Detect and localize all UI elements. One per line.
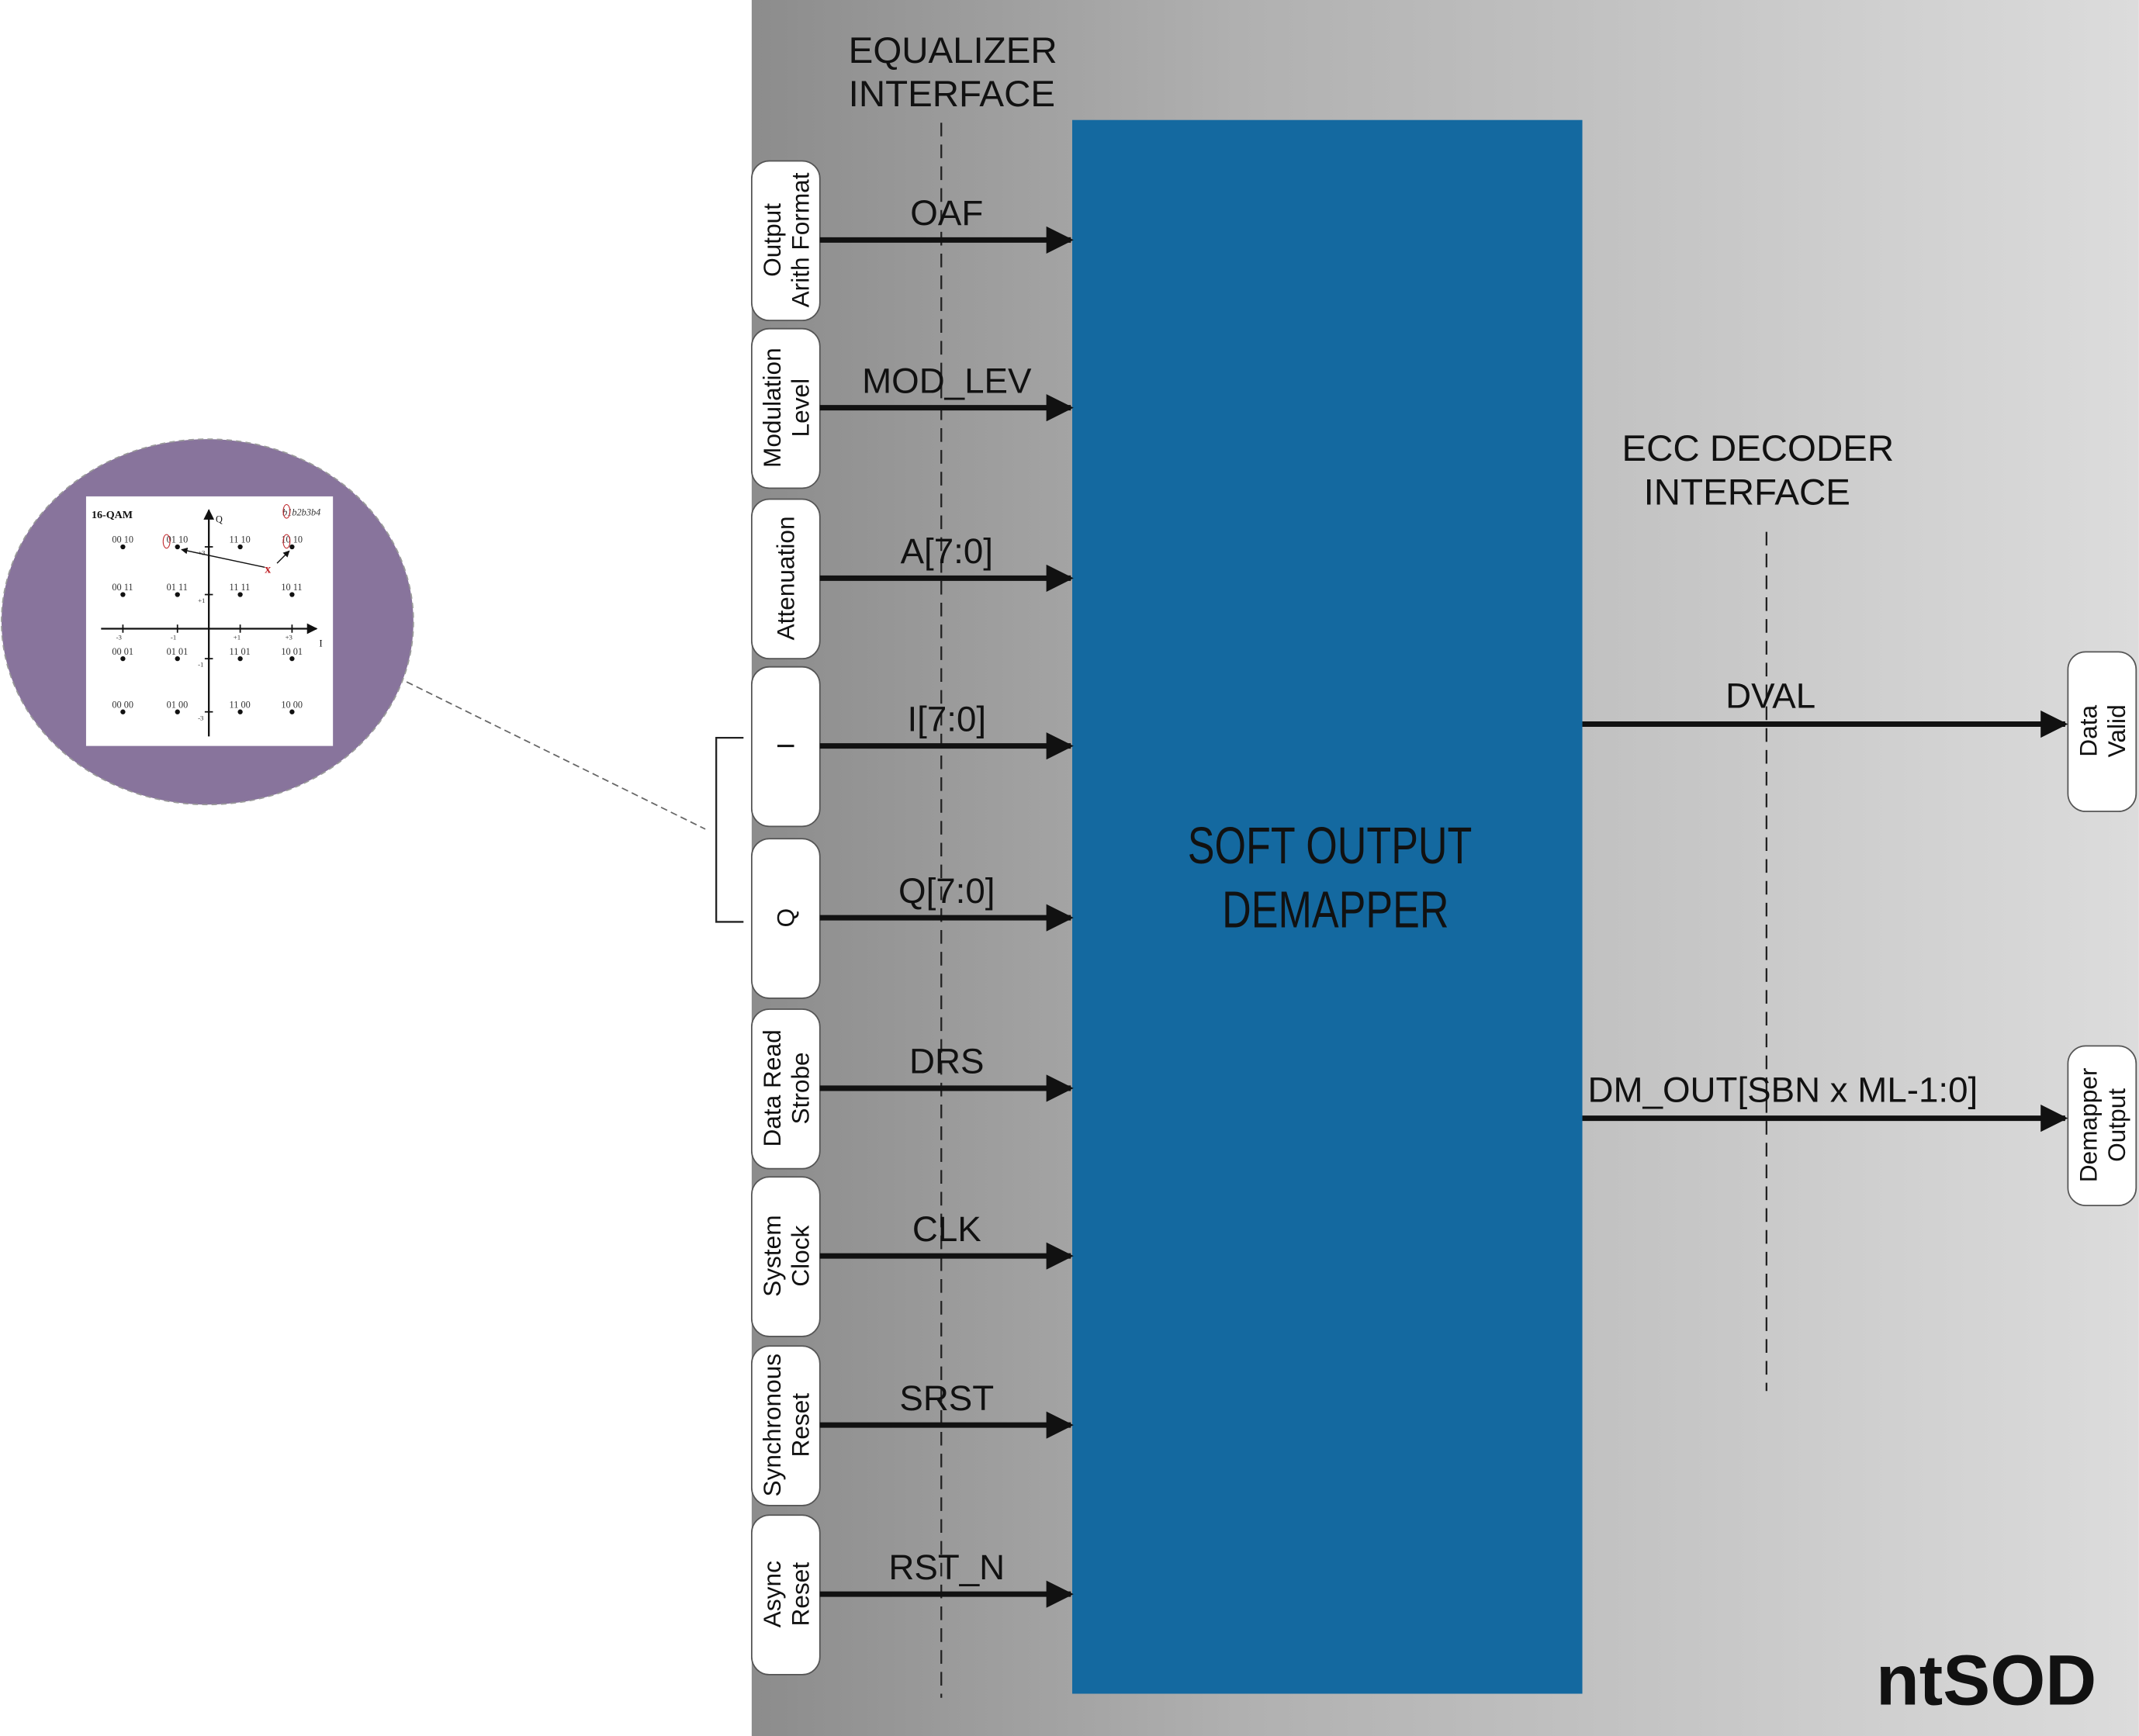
port-tab-label: ModulationLevel (758, 348, 815, 468)
signal-label: DM_OUT[SBN x ML-1:0] (1588, 1070, 1978, 1110)
constellation-point (237, 592, 243, 597)
signal-label: MOD_LEV (862, 361, 1032, 400)
port-tab-label: Attenuation (771, 516, 799, 640)
i-tick-label: -1 (171, 634, 176, 641)
input-ports: OutputArith Format OAF ModulationLevel MOD_… (750, 160, 1074, 1675)
constellation-point (289, 592, 295, 597)
distance-arrow (276, 550, 290, 564)
signal-label: A[7:0] (901, 531, 993, 571)
q-tick-label: +3 (198, 549, 206, 557)
bit-order-label: b1b2b3b4 (282, 507, 320, 518)
constellation-point-label: 11 10 (230, 534, 251, 545)
inset-leader-line (406, 681, 706, 830)
output-port: DataValid DVAL (1582, 651, 2137, 812)
signal-label: SRST (899, 1378, 994, 1418)
constellation-point-label: 10 11 (281, 582, 302, 593)
received-symbol-marker: x (265, 562, 271, 576)
constellation-point (289, 709, 295, 714)
input-port: Q Q[7:0] (750, 838, 1074, 999)
port-tab-label: AsyncReset (758, 1561, 815, 1627)
signal-label: Q[7:0] (898, 871, 995, 911)
output-port: DemapperOutput DM_OUT[SBN x ML-1:0] (1582, 1045, 2137, 1206)
constellation-point (237, 709, 243, 714)
constellation-point (237, 655, 243, 662)
constellation-point-label: 11 11 (230, 582, 251, 593)
input-port: Data ReadStrobe DRS (750, 1008, 1074, 1170)
brand-label: ntSOD (1876, 1641, 2096, 1720)
constellation-point (120, 592, 126, 597)
q-tick-label: -1 (198, 661, 203, 669)
constellation-point-label: 01 10 (167, 534, 189, 545)
constellation-point-label: 10 00 (281, 699, 303, 710)
constellation-point (289, 655, 295, 662)
port-tab-label: OutputArith Format (758, 172, 815, 307)
constellation-point-label: 01 01 (167, 646, 189, 657)
port-tab-label: Q (771, 908, 799, 928)
constellation-point-label: 00 00 (112, 699, 133, 710)
input-port: Attenuation A[7:0] (750, 498, 1074, 660)
constellation-point (175, 592, 180, 597)
constellation-point-label: 10 01 (281, 646, 303, 657)
signal-label: OAF (910, 193, 983, 233)
constellation-point-label: 00 01 (112, 646, 133, 657)
input-port: OutputArith Format OAF (750, 160, 1074, 322)
constellation-point-label: 10 10 (281, 534, 303, 545)
q-tick-label: -3 (198, 714, 204, 721)
constellation-point (120, 709, 126, 714)
input-port: SystemClock CLK (750, 1176, 1074, 1337)
port-tab-label: SynchronousReset (758, 1354, 815, 1497)
port-tab-label: I (771, 742, 799, 749)
constellation-point-label: 11 00 (230, 699, 251, 710)
ecc-interface-label: ECC DECODER INTERFACE (1622, 428, 1905, 513)
signal-label: DVAL (1725, 676, 1815, 715)
soft-output-demapper-block (1072, 119, 1583, 1694)
input-port: ModulationLevel MOD_LEV (750, 327, 1074, 489)
port-tab-label: SystemClock (758, 1215, 815, 1296)
block-title: SOFT OUTPUT DEMAPPER (1188, 817, 1483, 939)
port-tab-label: Data ReadStrobe (758, 1029, 815, 1146)
constellation-point-label: 11 01 (230, 646, 251, 657)
constellation-point-label: 00 10 (112, 534, 133, 545)
port-tab[interactable] (2067, 1045, 2137, 1206)
constellation-point (237, 544, 243, 550)
bit-highlight (162, 534, 171, 549)
signal-label: DRS (909, 1042, 984, 1081)
input-port: I I[7:0] (750, 666, 1074, 828)
distance-arrow (181, 547, 265, 569)
constellation-point-label: 01 00 (167, 699, 189, 710)
bit-highlight (282, 503, 291, 519)
constellation-title: 16-QAM (92, 509, 133, 521)
input-port: AsyncReset RST_N (750, 1514, 1074, 1675)
constellation-point (175, 655, 180, 662)
q-axis-label: Q (216, 514, 223, 524)
bit-highlight (282, 534, 291, 549)
constellation-point (175, 544, 180, 550)
signal-label: I[7:0] (907, 699, 986, 738)
port-tab-label: DataValid (2074, 704, 2130, 757)
input-port: SynchronousReset SRST (750, 1345, 1074, 1506)
constellation-point-label: 01 11 (167, 582, 188, 593)
i-tick-label: -3 (116, 634, 123, 641)
constellation-point-label: 00 11 (112, 582, 133, 593)
signal-label: CLK (912, 1209, 981, 1249)
port-tab[interactable] (2067, 651, 2137, 812)
i-tick-label: +1 (234, 634, 241, 641)
i-axis-label: I (320, 638, 323, 648)
signal-label: RST_N (888, 1548, 1005, 1587)
equalizer-interface-label: EQUALIZER INTERFACE (849, 30, 1068, 115)
constellation-point (289, 544, 295, 550)
output-ports: DataValid DVAL DemapperOutput DM_OUT[SBN x … (1582, 651, 2137, 1206)
constellation-point (120, 544, 126, 550)
q-tick-label: +1 (198, 597, 205, 604)
constellation-point (120, 655, 126, 662)
iq-bracket (715, 736, 744, 923)
port-tab-label: DemapperOutput (2074, 1068, 2130, 1183)
i-tick-label: +3 (286, 634, 293, 641)
constellation-point (175, 709, 180, 714)
